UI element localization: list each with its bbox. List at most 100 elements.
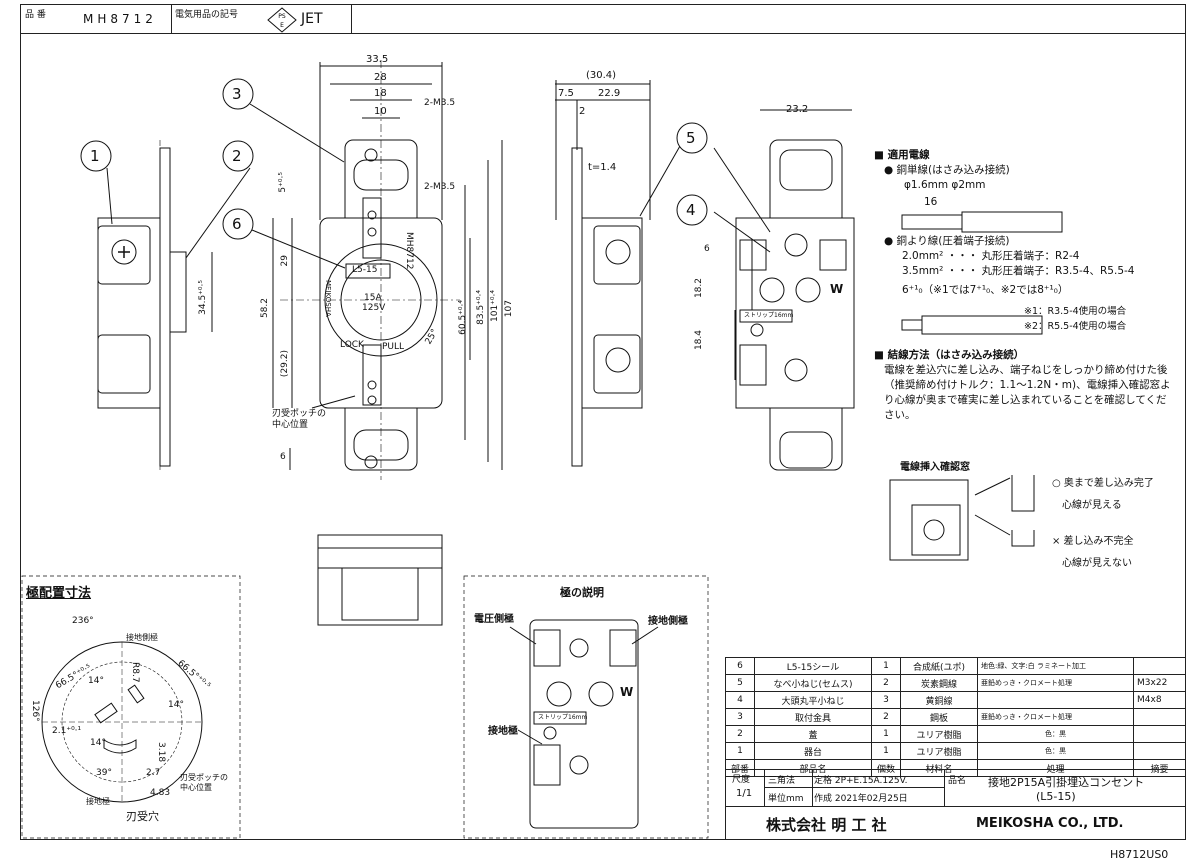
face-model: MH8712 xyxy=(404,232,414,270)
ok-line-1: ○ 奥まで差し込み完了 xyxy=(1052,478,1154,489)
callout-5: 5 xyxy=(686,129,696,147)
pole-layout-title: 極配置寸法 xyxy=(26,586,92,601)
pole-layout-box xyxy=(21,575,241,839)
table-row: 3 取付金具 2 鋼板 亜鉛めっき・クロメート処理 xyxy=(725,708,1186,726)
dim-18-2: 18.2 xyxy=(694,278,704,299)
face-pull: PULL xyxy=(382,342,405,352)
dim-30-4: (30.4) xyxy=(586,70,617,81)
ng-line-2: 心線が見えない xyxy=(1062,558,1132,569)
angle-126: 126° xyxy=(30,700,40,722)
rating: 定格 2P+E.15A.125V. xyxy=(814,776,908,786)
table-row: 6 L5-15シール 1 合成紙(ユポ) 地色:緑、文字:白 ラミネート加工 xyxy=(725,657,1186,675)
dim-6-front: 6 xyxy=(280,452,286,462)
part-no-cell: 品 番 MH8712 xyxy=(21,5,172,33)
company-jp: 株式会社 明 工 社 xyxy=(766,816,887,834)
face-brand: MEIKOSHA xyxy=(324,280,332,317)
symbol-label: 電気用品の記号 xyxy=(175,10,239,20)
table-row: 4 大頭丸平小ねじ 3 黄銅線 M4x8 xyxy=(725,691,1186,709)
back-strip-label: ストリップ16mm xyxy=(744,312,794,319)
callout-4: 4 xyxy=(686,201,696,219)
part-no-label: 品 番 xyxy=(25,10,46,20)
tolerance-line: 6⁺¹₀（※1では7⁺¹₀、※2では8⁺¹₀） xyxy=(902,284,1069,296)
side-view-left xyxy=(97,140,187,470)
window-label: 電線挿入確認窓 xyxy=(900,462,970,473)
angle-14-b: 14° xyxy=(168,700,184,710)
dim-34-5: 34.5⁺⁰·⁵ xyxy=(198,280,208,315)
stranded-2: 3.5mm² ・・・ 丸形圧着端子：R3.5-4、R5.5-4 xyxy=(902,265,1135,277)
table-row: 5 なべ小ねじ(セムス) 2 炭素鋼線 亜鉛めっき・クロメート処理 M3x22 xyxy=(725,674,1186,692)
pole-desc-strip: ストリップ16mm xyxy=(538,714,588,721)
face-rating-a: 15A xyxy=(364,293,382,303)
angle-14-c: 14° xyxy=(90,738,106,748)
symbol-cell: 電気用品の記号 PS E JET xyxy=(171,5,352,33)
title-header: 品 番 MH8712 電気用品の記号 PS E JET xyxy=(20,4,1186,34)
ng-line-1: × 差し込み不完全 xyxy=(1052,536,1134,547)
ground-side-label: 接地側極 xyxy=(648,616,688,627)
face-lock: LOCK xyxy=(340,340,364,350)
wire-illustration xyxy=(889,211,1063,561)
angle-236: 236° xyxy=(72,616,94,626)
dim-18: 18 xyxy=(374,88,387,99)
dim-m35-mid: 2-M3.5 xyxy=(424,182,456,192)
table-row: 1 器台 1 ユリア樹脂 色：黒 xyxy=(725,742,1186,760)
dim-83-5: 83.5⁺⁰·⁴ xyxy=(476,290,486,325)
dim-2: 2 xyxy=(579,106,586,117)
method-title: ■ 結線方法（はさみ込み接続） xyxy=(874,349,1025,361)
dim-5: 5⁺⁰·⁵ xyxy=(278,172,288,193)
parts-table: 6 L5-15シール 1 合成紙(ユポ) 地色:緑、文字:白 ラミネート加工 5… xyxy=(725,657,1186,777)
dim-28: 28 xyxy=(374,72,387,83)
solid-title: ● 銅単線(はさみ込み接続) xyxy=(884,164,1010,176)
callout-2: 2 xyxy=(232,147,242,165)
product-code: (L5-15) xyxy=(1036,790,1076,803)
jet-mark: JET xyxy=(301,11,323,27)
voltage-side-label: 電圧側極 xyxy=(474,614,514,625)
callout-3: 3 xyxy=(232,85,242,103)
projection: 三角法 xyxy=(768,776,796,786)
dim-101: 101⁺⁰·⁴ xyxy=(490,290,500,323)
method-text: 電線を差込穴に差し込み、端子ねじをしっかり締め付けた後（推奨締め付けトルク：1.… xyxy=(884,364,1171,421)
unit: 単位mm xyxy=(768,794,804,804)
stranded-title: ● 銅より線(圧着端子接続) xyxy=(884,235,1010,247)
dim-2-1: 2.1⁺⁰·¹ xyxy=(52,726,82,736)
dim-22-9: 22.9 xyxy=(598,88,621,99)
scale-value: 1/1 xyxy=(736,788,753,799)
dim-23-2: 23.2 xyxy=(786,104,809,115)
dim-6-back: 6 xyxy=(704,244,710,254)
dim-4-83: 4.83 xyxy=(150,788,171,798)
wire-title: ■ 適用電線 xyxy=(874,149,930,161)
pole-layout-notch-2: 中心位置 xyxy=(180,783,212,792)
dim-29-2: (29.2) xyxy=(280,350,290,378)
title-block: 尺度 1/1 三角法 単位mm 定格 2P+E.15A.125V. 作成 202… xyxy=(725,769,1186,840)
pole-desc-title: 極の説明 xyxy=(560,586,604,599)
bottom-view xyxy=(317,534,443,626)
face-rating-v: 125V xyxy=(362,303,386,313)
dim-33-5: 33.5 xyxy=(366,54,389,65)
dim-107: 107 xyxy=(504,300,514,318)
dim-10: 10 xyxy=(374,106,387,117)
footer-code: H8712US0 xyxy=(1110,848,1169,861)
pole-desc-box xyxy=(463,575,709,839)
pse-diamond-icon: PS E xyxy=(267,7,297,33)
front-notch-note-1: 刃受ポッチの xyxy=(272,409,327,419)
note-1: ※1：R3.5-4使用の場合 xyxy=(1024,306,1127,317)
front-view xyxy=(106,60,503,480)
dim-3-18: 3.18 xyxy=(156,742,166,763)
note-2: ※2：R5.5-4使用の場合 xyxy=(1024,321,1127,332)
callout-group xyxy=(80,78,708,240)
callout-1: 1 xyxy=(90,147,100,165)
back-view xyxy=(713,109,855,471)
side-view-right xyxy=(555,80,681,467)
angle-14-a: 14° xyxy=(88,676,104,686)
pole-layout-notch-1: 刃受ポッチの xyxy=(180,773,228,782)
product-label: 品名 xyxy=(948,776,967,786)
table-row: 2 蓋 1 ユリア樹脂 色：黒 xyxy=(725,725,1186,743)
stranded-1: 2.0mm² ・・・ 丸形圧着端子：R2-4 xyxy=(902,250,1080,262)
wire-notes: ■ 適用電線 ● 銅単線(はさみ込み接続) φ1.6mm φ2mm 16 ● 銅… xyxy=(874,148,1184,423)
svg-text:PS: PS xyxy=(278,13,286,20)
callout-6: 6 xyxy=(232,215,242,233)
ok-line-2: 心線が見える xyxy=(1062,500,1122,511)
angle-39: 39° xyxy=(96,768,112,778)
front-notch-note-2: 中心位置 xyxy=(272,420,309,430)
radius-8-7: R8.7 xyxy=(130,662,140,683)
